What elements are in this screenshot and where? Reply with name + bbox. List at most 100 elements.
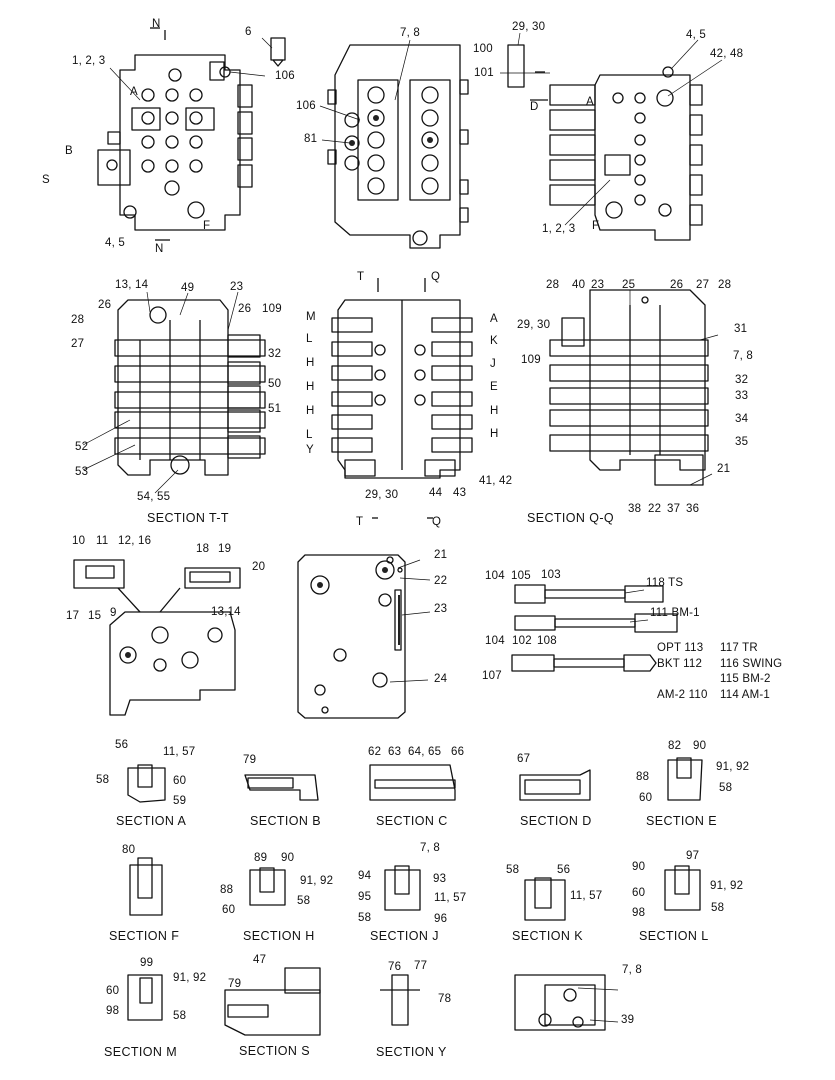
callout-35: 35 [735,436,749,448]
callout-sl-90: 90 [632,861,646,873]
callout-43: 43 [453,487,467,499]
callout-a-2: A [586,96,594,108]
callout-22-a: 22 [648,503,662,515]
callout-y-1: Y [306,444,314,456]
callout-sc-63: 63 [388,746,402,758]
section-title-l: SECTION L [639,929,709,943]
callout-se-91-92: 91, 92 [716,761,750,773]
callout-116-swing: 116 SWING [720,658,783,670]
callout-sa-58: 58 [96,774,110,786]
callout-51: 51 [268,403,282,415]
callout-109-a: 109 [262,303,282,315]
pilot-subassembly [73,559,241,716]
valve-rear-view [327,44,469,249]
valve-front-view-right [507,44,703,241]
callout-am2-110: AM-2 110 [657,689,708,701]
callout-sy-78: 78 [438,993,452,1005]
callout-sj-93: 93 [433,873,447,885]
callout-9: 9 [110,607,117,619]
callout-38: 38 [628,503,642,515]
callout-32-a: 32 [268,348,282,360]
callout-sm-58: 58 [173,1010,187,1022]
section-title-f: SECTION F [109,929,180,943]
callout-t-2: T [356,516,364,528]
callout-q-1: Q [431,271,441,283]
callout-sj-96: 96 [434,913,448,925]
callout-31: 31 [734,323,748,335]
callout-sc-62: 62 [368,746,382,758]
section-title-d: SECTION D [520,814,592,828]
callout-sh-90: 90 [281,852,295,864]
callout-13-14-b: 13,14 [211,606,241,618]
callout-6: 6 [245,26,252,38]
callout-h-5: H [490,428,499,440]
callout-h-3: H [306,405,315,417]
callout-18: 18 [196,543,210,555]
callout-19: 19 [218,543,232,555]
callout-111-bm1: 111 BM-1 [650,607,700,619]
callout-41-42: 41, 42 [479,475,513,487]
callout-sc-64-65: 64, 65 [408,746,442,758]
callout-7-8-b: 7, 8 [733,350,753,362]
callout-h-2: H [306,381,315,393]
section-title-y: SECTION Y [376,1045,447,1059]
section-title-b: SECTION B [250,814,321,828]
callout-a-3: A [490,313,498,325]
callout-f-1: F [203,220,211,232]
callout-sm-98: 98 [106,1005,120,1017]
callout-sa-59: 59 [173,795,187,807]
callout-b-1: B [65,145,73,157]
callout-sh-58: 58 [297,895,311,907]
callout-sf-80: 80 [122,844,136,856]
callout-sa-11-57: 11, 57 [163,746,196,758]
callout-29-30-a: 29, 30 [512,21,546,33]
callout-33: 33 [735,390,749,402]
callout-20: 20 [252,561,266,573]
callout-114-am1: 114 AM-1 [720,689,770,701]
callout-sh-88: 88 [220,884,234,896]
callout-50: 50 [268,378,282,390]
callout-se-88: 88 [636,771,650,783]
solid-marks [125,115,433,658]
callout-102: 102 [512,635,532,647]
callout-s-1: S [42,174,50,186]
callout-101: 101 [474,67,494,79]
callout-28-c: 28 [718,279,732,291]
callout-se-58: 58 [719,782,733,794]
callout-104-b: 104 [485,635,505,647]
callout-108: 108 [537,635,557,647]
callout-115-bm2: 115 BM-2 [720,673,771,685]
callout-ss-47: 47 [253,954,267,966]
callout-d-1: D [530,101,539,113]
callout-sl-91-92: 91, 92 [710,880,744,892]
callout-sb-79: 79 [243,754,257,766]
section-qq-body [549,289,709,486]
callout-117-tr: 117 TR [720,642,758,654]
callout-27-a: 27 [71,338,85,350]
callout-13-14-a: 13, 14 [115,279,149,291]
spool-parts [511,584,678,672]
callout-sk-58: 58 [506,864,520,876]
callout-j-1: J [490,358,496,370]
section-title-qq: SECTION Q-Q [527,511,615,525]
callout-25: 25 [622,279,636,291]
callout-118-ts: 118 TS [646,577,684,589]
callout-23-c: 23 [434,603,448,615]
callout-sh-89: 89 [254,852,268,864]
callout-15: 15 [88,610,102,622]
callout-ss-79: 79 [228,978,242,990]
callout-26-a: 26 [98,299,112,311]
callout-sa-60: 60 [173,775,187,787]
section-title-s: SECTION S [239,1044,310,1058]
leader-lines [82,32,723,1023]
callout-se-90: 90 [693,740,707,752]
callout-37: 37 [667,503,681,515]
callout-1-2-3: 1, 2, 3 [72,55,106,67]
callout-52: 52 [75,441,89,453]
callout-106-a: 106 [275,70,295,82]
small-sections-row-3 [127,967,606,1036]
callout-sm-91-92: 91, 92 [173,972,207,984]
callout-sj-11-57: 11, 57 [434,892,467,904]
callout-34: 34 [735,413,749,425]
section-title-tt: SECTION T-T [147,511,229,525]
